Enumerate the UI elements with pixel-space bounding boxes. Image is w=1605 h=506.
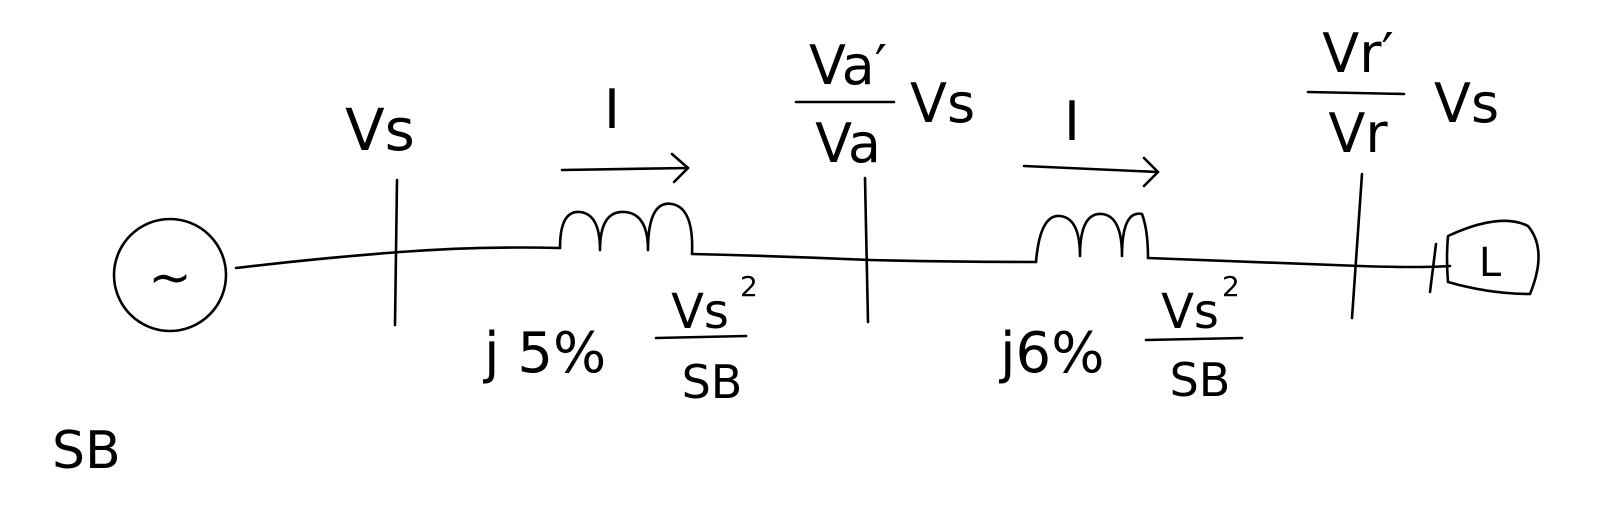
bus-sending-voltage-label: Vs xyxy=(345,96,415,164)
arrow-right-icon xyxy=(560,152,690,184)
bus-sending xyxy=(393,178,399,327)
bus-a-numerator: Va′ xyxy=(809,34,887,97)
bus-r-numerator: Vr′ xyxy=(1322,22,1393,85)
impedance-2-numerator-exp: 2 xyxy=(1222,270,1240,303)
impedance-1-denominator: SB xyxy=(682,355,743,409)
bus-a-suffix: Vs xyxy=(910,72,975,135)
arrow-right-icon xyxy=(1022,156,1160,188)
load-icon: L xyxy=(1428,219,1540,296)
impedance-1-numerator-exp: 2 xyxy=(740,270,758,303)
impedance-1-fraction-bar xyxy=(654,334,748,340)
impedance-2-denominator: SB xyxy=(1170,353,1231,407)
impedance-1-numerator-base: Vs xyxy=(671,284,729,340)
base-power-label: SB xyxy=(52,421,121,481)
load-symbol: L xyxy=(1479,240,1502,286)
ac-source-icon: ~ xyxy=(112,217,228,333)
bus-r-fraction-bar xyxy=(1306,90,1406,96)
impedance-2-fraction-bar xyxy=(1144,336,1244,342)
bus-receiving xyxy=(1350,172,1364,320)
impedance-2-prefix: j6% xyxy=(998,321,1104,386)
current-label-1: I xyxy=(604,78,620,141)
line-segment-3 xyxy=(1146,256,1452,269)
impedance-2-numerator-base: Vs xyxy=(1161,284,1219,340)
line-segment-1 xyxy=(234,246,562,270)
impedance-1-prefix: j 5% xyxy=(482,321,606,386)
bus-r-denominator: Vr xyxy=(1328,102,1388,165)
source-symbol: ~ xyxy=(148,248,192,308)
line-segment-2 xyxy=(690,252,1038,264)
inductor-icon xyxy=(1034,212,1150,264)
bus-a xyxy=(863,176,870,324)
bus-a-denominator: Va xyxy=(815,112,881,175)
current-label-2: I xyxy=(1064,90,1080,153)
bus-r-suffix: Vs xyxy=(1434,72,1499,135)
inductor-icon xyxy=(558,202,694,256)
